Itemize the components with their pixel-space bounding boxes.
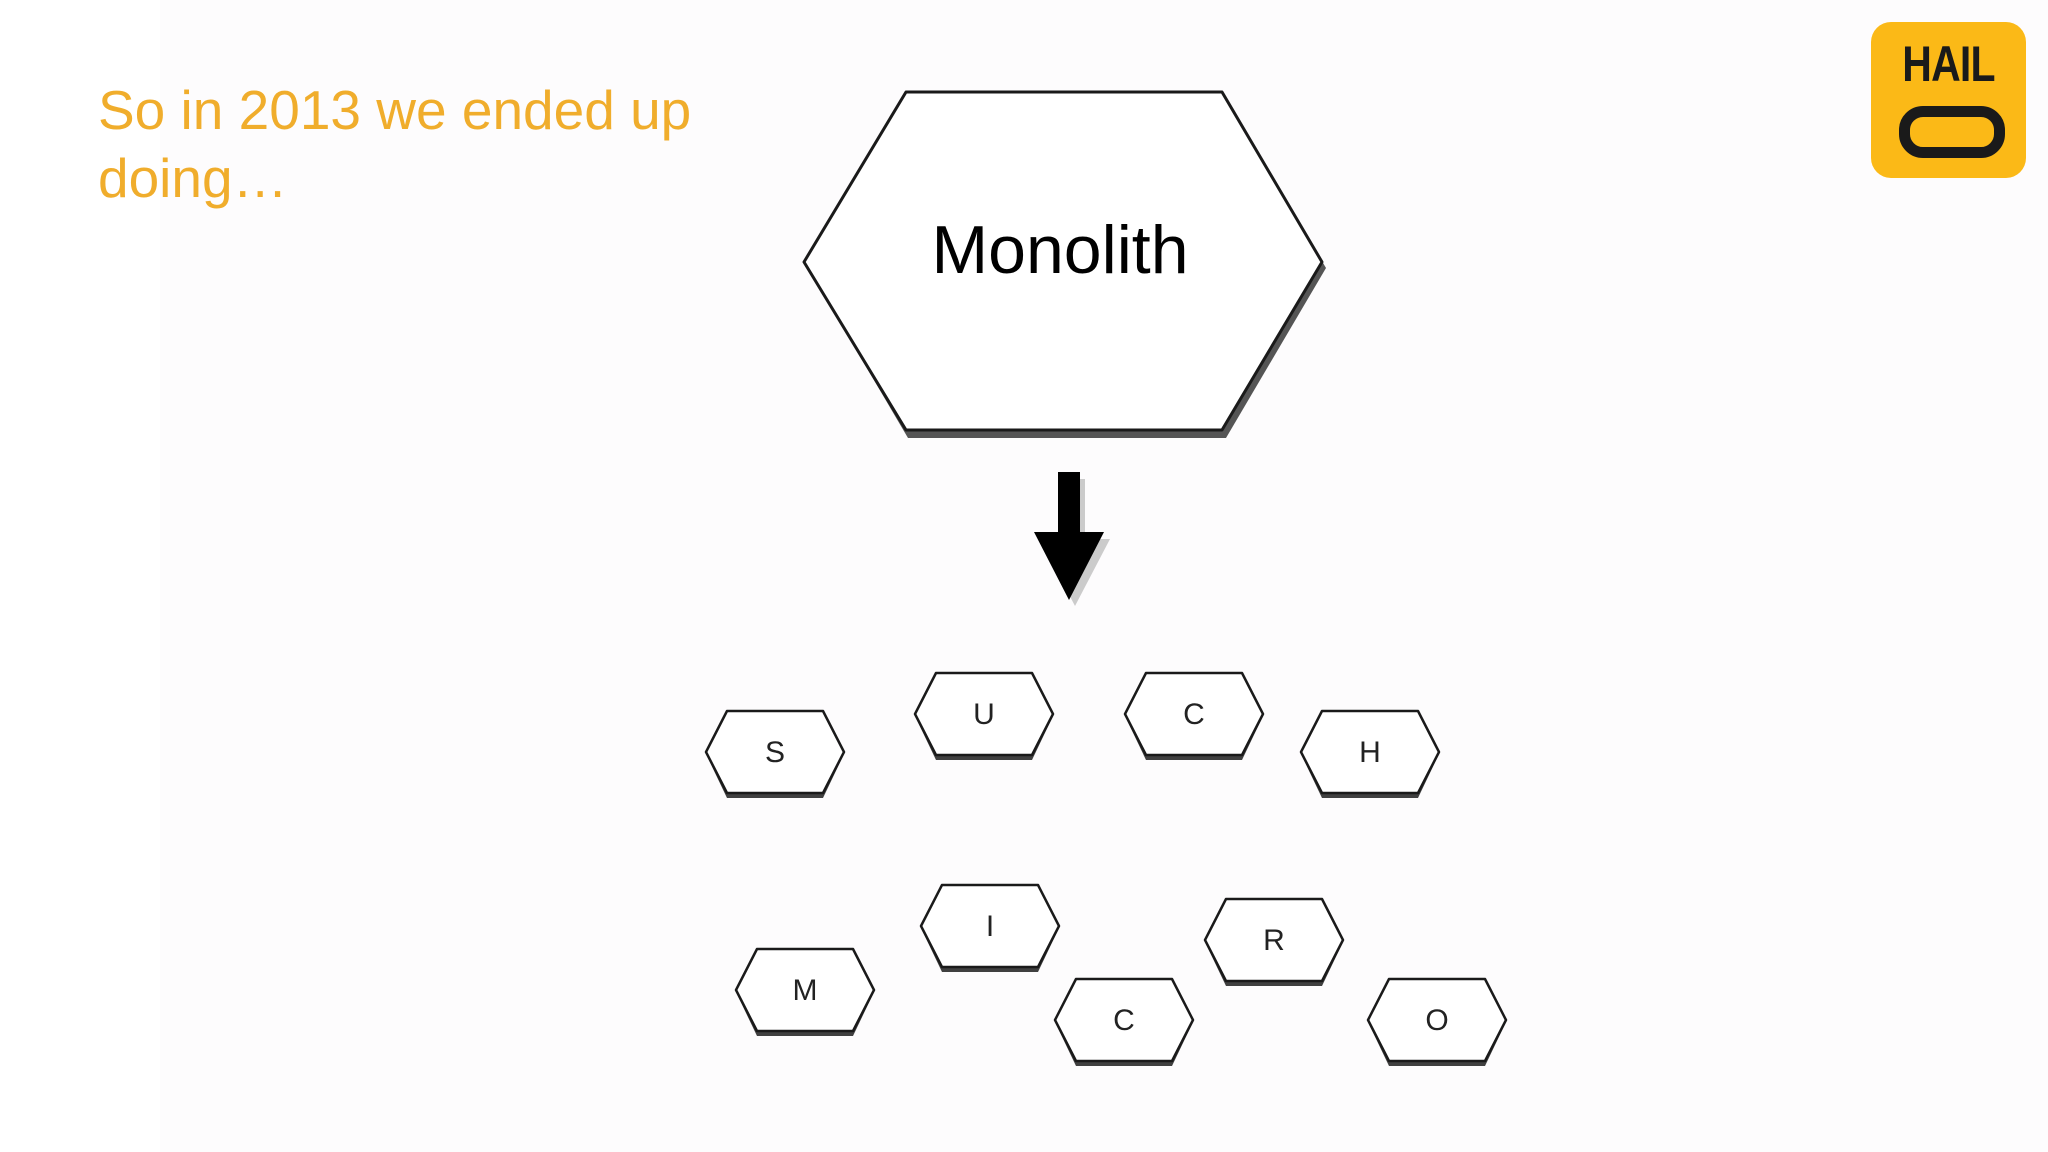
piece-shape [913,671,1055,757]
logo-o-ring-icon [1899,106,2005,158]
piece-shape [1123,671,1265,757]
piece-hexagon-s: S [704,709,846,798]
down-arrow-icon [1034,472,1110,606]
monolith-hexagon-shape [802,90,1324,432]
piece-label: M [793,974,818,1007]
monolith-label: Monolith [931,212,1188,288]
piece-label: R [1263,924,1285,957]
piece-hexagon-c-bottom: C [1053,977,1195,1066]
piece-hexagon-i: I [919,883,1061,972]
down-arrow-shape [1034,472,1104,600]
piece-hexagon-h: H [1299,709,1441,798]
piece-label: S [765,736,785,769]
piece-hexagon-u: U [913,671,1055,760]
logo-wordmark: HAIL [1902,36,1995,92]
slide-headline: So in 2013 we ended up doing… [98,79,692,209]
piece-shape [734,947,876,1033]
piece-label: O [1425,1004,1448,1037]
piece-hexagon-c-top: C [1123,671,1265,760]
piece-label: C [1183,698,1205,731]
piece-label: U [973,698,995,731]
piece-shape [1366,977,1508,1063]
piece-shape [919,883,1061,969]
piece-shape [1203,897,1345,983]
piece-label: I [986,910,994,943]
piece-label: C [1113,1004,1135,1037]
piece-hexagon-r: R [1203,897,1345,986]
hailo-logo: HAIL [1871,22,2026,178]
piece-hexagon-m: M [734,947,876,1036]
piece-label: H [1359,736,1381,769]
slide-margin-strip [0,0,160,1152]
piece-shape [704,709,846,795]
microservice-pieces: S U C H M I C [704,671,1508,1066]
piece-shape [1053,977,1195,1063]
piece-shape [1299,709,1441,795]
monolith-hexagon: Monolith [802,90,1326,438]
piece-hexagon-o: O [1366,977,1508,1066]
